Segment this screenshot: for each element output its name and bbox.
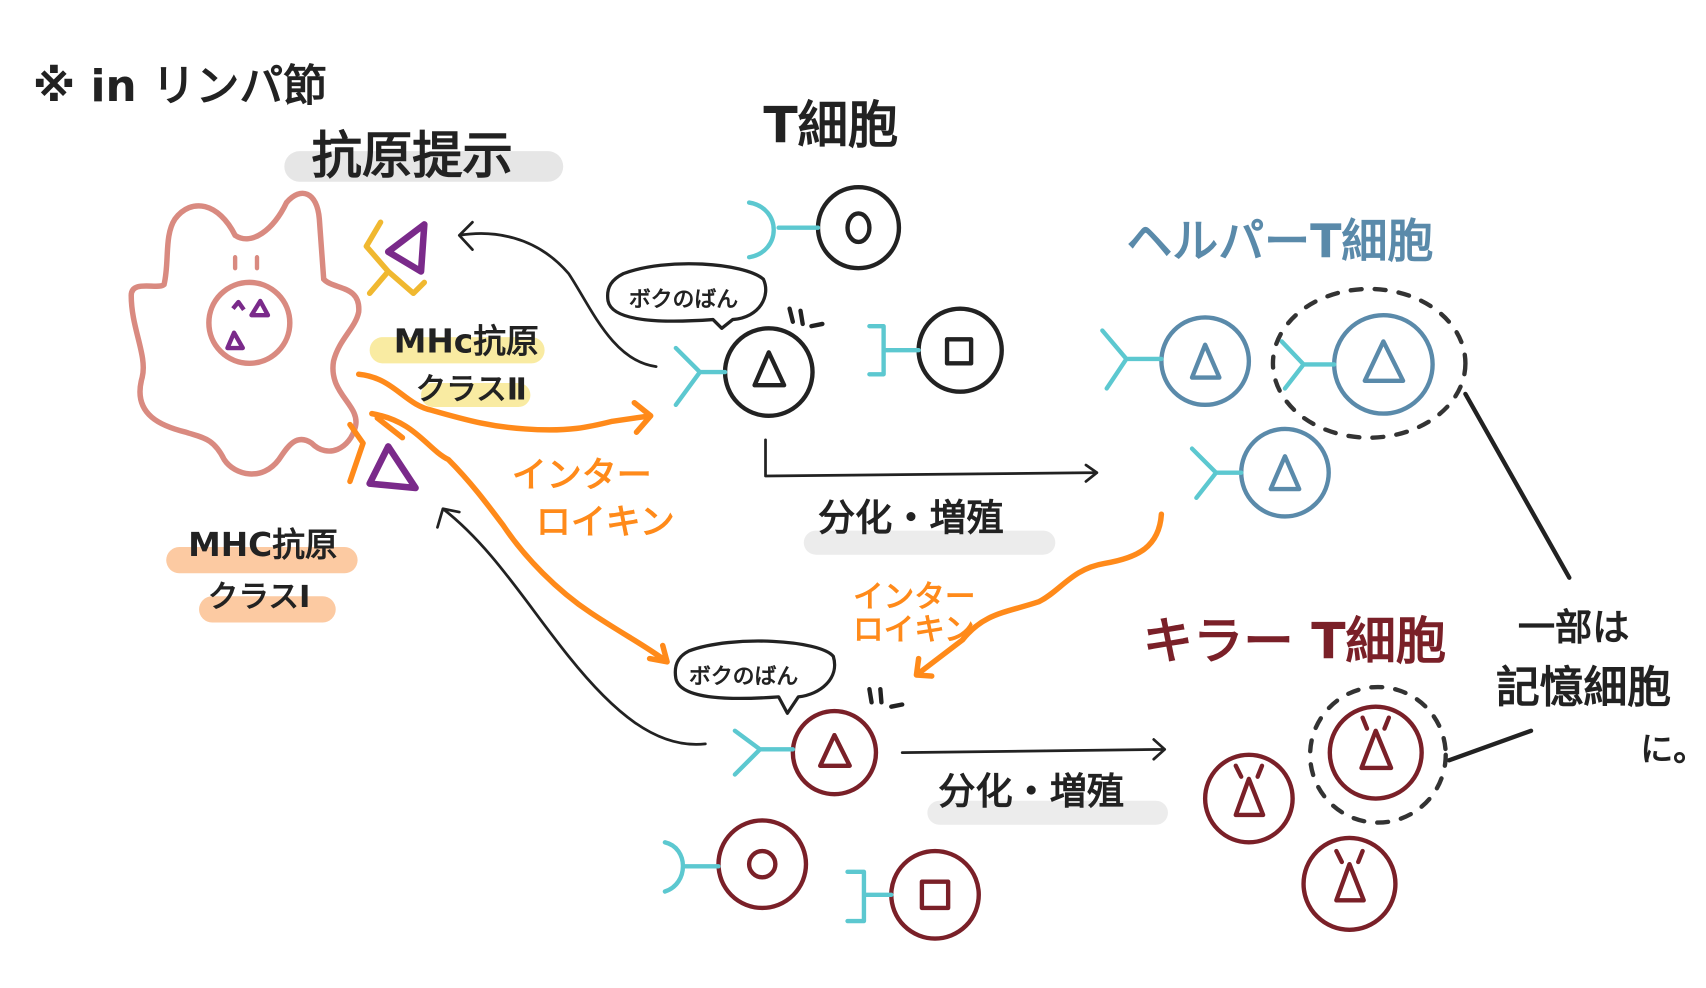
memory-label-2: 記憶細胞 (1496, 662, 1671, 713)
mhc1-label-1: MHC抗原 (188, 526, 338, 564)
highlight-diff2 (927, 800, 1168, 825)
killer-t-label: キラー T細胞 (1143, 612, 1446, 671)
naive-t-cell-square (867, 306, 1004, 394)
highlight-mhc2b (421, 383, 531, 408)
helper-t-cell-memory (1270, 286, 1468, 440)
arrow-differentiation-helper (764, 438, 1099, 483)
speech-text-1: ボクのばん (629, 287, 738, 312)
mhc1-label-2: クラスI (208, 580, 311, 615)
highlight-mhc2 (369, 337, 545, 364)
interleukin-arrow-3 (913, 511, 1165, 679)
mhc-class-2 (363, 219, 428, 297)
interleukin-label-1b: ロイキン (536, 503, 675, 543)
page-title: ※ in リンパ節 (33, 61, 327, 112)
mhc2-label-1: MHc抗原 (394, 322, 539, 360)
interleukin-arrow-1 (355, 371, 654, 435)
antigen-presenting-cell (128, 190, 362, 477)
differentiation-label-1: 分化・増殖 (818, 496, 1004, 540)
interleukin-label-2b: ロイキン (853, 613, 975, 648)
interleukin-label-1a: インター (512, 456, 652, 496)
activated-killer-precursor (732, 687, 905, 797)
highlight-antigen-presentation (284, 151, 564, 182)
killer-t-cell-1 (1202, 752, 1295, 845)
arrow-differentiation-killer (900, 738, 1167, 761)
highlight-mhc1b (199, 596, 336, 623)
arrow-to-mhc2 (457, 220, 658, 368)
eyes (232, 255, 260, 271)
t-cell-label: T細胞 (763, 95, 898, 154)
highlight-diff1 (803, 530, 1056, 555)
highlight-mhc1 (166, 547, 358, 574)
speech-bubble-1: ボクのばん (605, 262, 768, 330)
mhc-class-1 (347, 415, 419, 492)
helper-t-cell (1100, 315, 1252, 408)
naive-killer-circle (662, 818, 809, 911)
speech-text-2: ボクのばん (689, 665, 798, 690)
killer-t-cell-2 (1301, 835, 1398, 932)
naive-killer-square (845, 848, 981, 941)
arrow-to-mhc1 (436, 507, 707, 746)
interleukin-label-2a: インター (853, 580, 975, 615)
differentiation-label-2: 分化・増殖 (938, 769, 1124, 813)
killer-t-cell-memory (1307, 684, 1448, 825)
memory-label-1: 一部は (1518, 605, 1630, 649)
helper-t-cell-2 (1189, 426, 1331, 519)
memory-pointer-line-2 (1446, 728, 1534, 763)
speech-bubble-2: ボクのばん (673, 639, 837, 715)
memory-pointer-line-1 (1463, 391, 1572, 580)
helper-t-label: ヘルパーT細胞 (1126, 214, 1433, 268)
nucleus (206, 279, 293, 367)
memory-label-3: に。 (1640, 730, 1706, 768)
naive-t-cell-triangle (673, 306, 825, 418)
antigen-presentation-label: 抗原提示 (312, 126, 513, 185)
interleukin-arrow-2 (369, 410, 670, 665)
mhc2-label-2: クラスⅡ (416, 372, 527, 407)
naive-t-cell-circle (746, 185, 902, 271)
